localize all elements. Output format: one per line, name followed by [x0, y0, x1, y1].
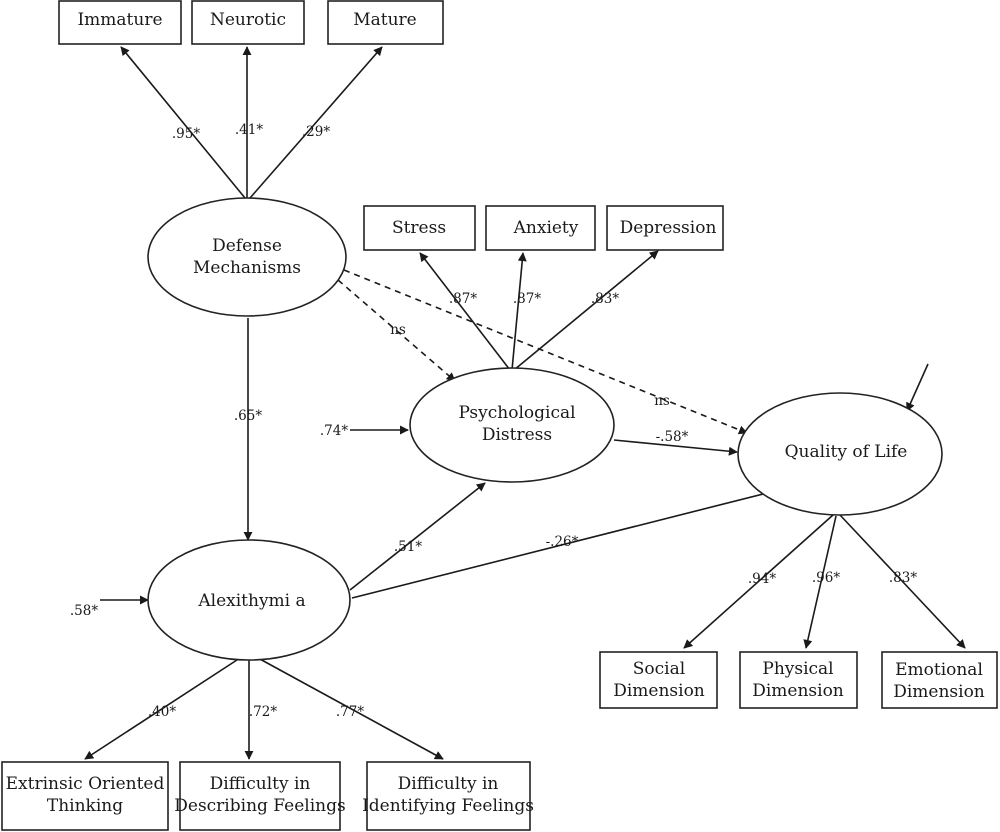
node-defense-label-1: Defense: [212, 236, 282, 256]
node-describing-label-2: Describing Feelings: [174, 796, 345, 816]
node-physical-label-2: Dimension: [752, 681, 844, 701]
edge-alexithymia-identifying: [257, 657, 444, 760]
node-mature-label: Mature: [353, 10, 417, 30]
coef-defense-immature: .95*: [172, 126, 200, 142]
coef-defense-alexithymia: .65*: [234, 408, 262, 424]
node-emotional-label-1: Emotional: [895, 660, 983, 680]
node-defense-label-2: Mechanisms: [193, 258, 301, 278]
node-quality-of-life: Quality of Life: [737, 392, 943, 516]
coef-defense-distress: ns: [390, 322, 406, 338]
node-mature: Mature: [327, 0, 444, 45]
coef-distress-anxiety: .87*: [513, 291, 541, 307]
node-qol-label: Quality of Life: [785, 442, 908, 462]
node-stress: Stress: [363, 205, 476, 251]
edge-defense-mature: [249, 46, 383, 199]
edge-distress-depression: [513, 250, 659, 371]
coef-alexithymia-extrinsic: .40*: [148, 704, 176, 720]
edge-qol-physical: [803, 515, 837, 649]
node-alexithymia-label: Alexithymi a: [197, 591, 305, 611]
edge-qol-error: [906, 363, 929, 412]
node-social-label-2: Dimension: [613, 681, 705, 701]
coef-distress-depression: .83*: [591, 291, 619, 307]
node-describing-label-1: Difficulty in: [210, 774, 311, 794]
node-difficulty-identifying: Difficulty in Identifying Feelings: [362, 761, 534, 831]
node-stress-label: Stress: [392, 218, 446, 238]
coef-distress-stress: .87*: [449, 291, 477, 307]
node-identifying-label-1: Difficulty in: [398, 774, 499, 794]
node-anxiety: Anxiety: [485, 205, 596, 251]
node-anxiety-label: Anxiety: [513, 218, 579, 238]
coef-defense-neurotic: .41*: [235, 122, 263, 138]
node-physical-dimension: Physical Dimension: [739, 651, 858, 709]
coef-alexithymia-identifying: .77*: [336, 704, 364, 720]
coef-distress-error: .74*: [320, 423, 348, 439]
coef-alexithymia-error: .58*: [70, 603, 98, 619]
node-alexithymia: Alexithymi a: [147, 539, 351, 661]
node-neurotic: Neurotic: [191, 0, 305, 45]
node-extrinsic-label-2: Thinking: [47, 796, 123, 816]
coef-distress-qol: -.58*: [656, 429, 689, 445]
node-depression-label: Depression: [620, 218, 717, 238]
edge-defense-distress: [337, 279, 456, 382]
node-extrinsic-oriented-thinking: Extrinsic Oriented Thinking: [1, 761, 169, 831]
coef-alexithymia-distress: .51*: [394, 539, 422, 555]
edge-qol-social: [683, 514, 834, 649]
node-extrinsic-label-1: Extrinsic Oriented: [6, 774, 165, 794]
node-physical-label-1: Physical: [762, 659, 833, 679]
edge-alexithymia-distress: [349, 482, 486, 591]
coef-qol-physical: .96*: [812, 570, 840, 586]
node-defense-mechanisms: Defense Mechanisms: [147, 197, 347, 317]
coef-qol-emotional: .83*: [889, 570, 917, 586]
edge-defense-immature: [120, 46, 246, 199]
node-social-dimension: Social Dimension: [599, 651, 718, 709]
node-psychological-distress: Psychological Distress: [409, 367, 615, 483]
node-emotional-label-2: Dimension: [893, 682, 985, 702]
node-depression: Depression: [606, 205, 724, 251]
node-emotional-dimension: Emotional Dimension: [881, 651, 998, 709]
coef-defense-qol: ns: [654, 393, 670, 409]
coef-qol-social: .94*: [748, 571, 776, 587]
node-neurotic-label: Neurotic: [210, 10, 286, 30]
coef-alexithymia-describing: .72*: [249, 704, 277, 720]
node-distress-label-1: Psychological: [458, 403, 575, 423]
node-identifying-label-2: Identifying Feelings: [362, 796, 534, 816]
coef-alexithymia-qol: -.26*: [546, 534, 579, 550]
edge-distress-stress: [419, 252, 511, 371]
node-difficulty-describing: Difficulty in Describing Feelings: [174, 761, 346, 831]
node-social-label-1: Social: [633, 659, 685, 679]
edge-distress-anxiety: [511, 252, 527, 371]
edge-qol-emotional: [839, 514, 966, 649]
edge-alexithymia-qol: [351, 493, 764, 599]
coef-defense-mature: .29*: [302, 124, 330, 140]
edge-distress-qol: [613, 439, 738, 456]
edge-alexithymia-extrinsic: [84, 657, 241, 760]
node-distress-label-2: Distress: [482, 425, 552, 445]
node-immature: Immature: [58, 0, 182, 45]
node-immature-label: Immature: [77, 10, 162, 30]
